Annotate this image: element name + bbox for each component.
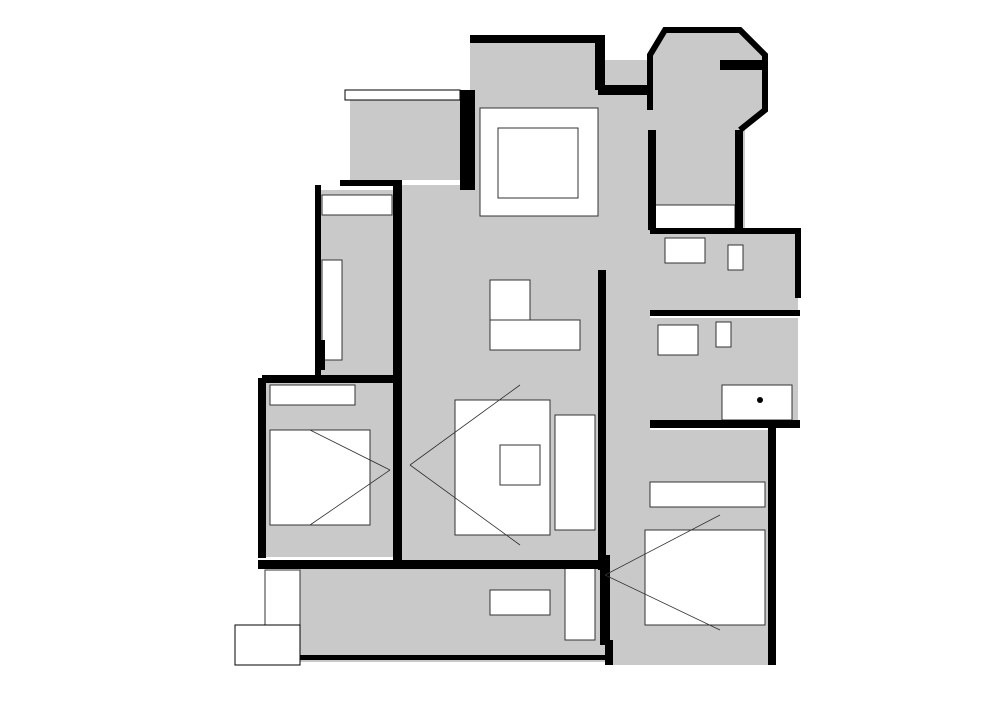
bathtub [721, 384, 793, 421]
wall-11 [600, 555, 610, 645]
bay-window-floor [650, 30, 765, 130]
wall-0 [460, 90, 475, 190]
wall-2 [595, 35, 605, 90]
corridor-floor [600, 60, 650, 430]
right-wardrobe [649, 481, 766, 508]
tap [757, 397, 763, 403]
kitchen-cabinet-2 [321, 259, 343, 361]
ac-platform [234, 624, 301, 666]
wall-12 [605, 640, 613, 665]
wall-3 [598, 85, 648, 95]
wall-10 [598, 270, 606, 570]
wall-6 [315, 185, 321, 375]
wall-22 [650, 310, 800, 316]
sofa [554, 414, 596, 531]
bed-line-3 [604, 514, 721, 576]
window [344, 89, 461, 101]
master-bed-mattress [497, 127, 579, 199]
coffee-table [499, 444, 541, 486]
tv-line-2 [409, 464, 521, 546]
wall-18 [735, 130, 743, 230]
left-wardrobe [269, 384, 356, 406]
wall-21 [315, 340, 325, 370]
walls [234, 27, 801, 666]
basin-2 [657, 324, 699, 356]
wall-13 [768, 425, 776, 665]
toilet-1 [727, 244, 744, 271]
balcony-cabinet [564, 564, 596, 641]
top-balcony-floor [350, 100, 460, 180]
bed-line-4 [604, 574, 721, 631]
bed-line-2 [309, 469, 391, 526]
wall-19 [300, 655, 610, 660]
wall-15 [650, 420, 800, 428]
lounge-chair [489, 589, 551, 616]
guide-lines [309, 384, 721, 631]
furniture [264, 107, 793, 641]
kitchen-cabinet-1 [321, 194, 393, 216]
wall-5 [393, 180, 402, 565]
wall-7 [262, 375, 402, 383]
basin-1 [664, 237, 706, 264]
wall-16 [795, 228, 801, 298]
dining-table [489, 279, 531, 321]
bottom-balcony-floor [300, 562, 605, 662]
right-bed [644, 529, 766, 626]
wardrobe [649, 204, 736, 231]
wall-1 [470, 35, 600, 43]
wall-14 [650, 228, 800, 234]
tv-line-1 [409, 384, 521, 466]
wall-20 [720, 60, 765, 70]
bed-line-1 [309, 429, 391, 471]
bottom-cabinet [264, 569, 301, 626]
wall-17 [648, 130, 656, 230]
toilet-2 [715, 321, 732, 348]
bay-window-wall [647, 27, 768, 133]
kitchen-counter [489, 319, 581, 351]
left-bed [269, 429, 371, 526]
wall-4 [340, 180, 400, 186]
wall-9 [258, 560, 608, 569]
wall-8 [258, 378, 266, 558]
